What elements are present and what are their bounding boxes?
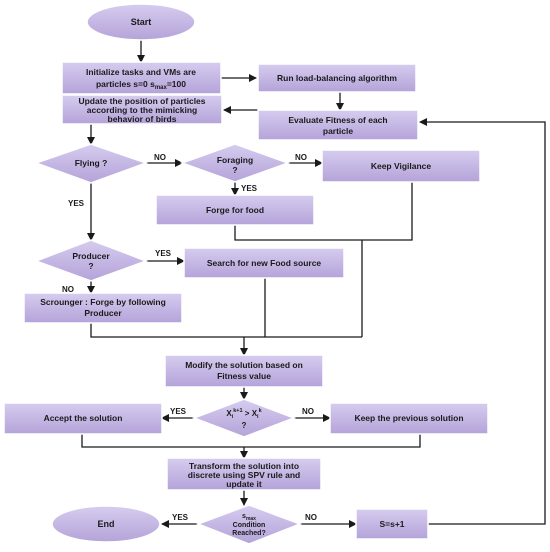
update-line1: Update the position of particles — [78, 96, 205, 106]
producer-line2: ? — [88, 261, 93, 271]
scrounger-line1: Scrounger : Forge by following — [40, 297, 166, 307]
label-producer-no: NO — [62, 285, 74, 294]
modify-line2: Fitness value — [217, 371, 271, 381]
label-flying-yes: YES — [68, 199, 85, 208]
node-accept: Accept the solution — [3, 402, 163, 435]
node-producer: Producer ? — [33, 239, 149, 282]
label-compare-no: NO — [302, 407, 314, 416]
start-label: Start — [131, 17, 152, 27]
label-foraging-yes: YES — [241, 184, 258, 193]
compare-expression: Xik+1 > Xik — [226, 408, 262, 420]
accept-label: Accept the solution — [44, 413, 123, 423]
transform-line2: discrete using SPV rule and — [188, 470, 300, 480]
eval-line1: Evaluate Fitness of each — [288, 115, 387, 125]
flying-label: Flying ? — [75, 158, 108, 168]
scrounger-line2: Producer — [84, 308, 122, 318]
transform-line1: Transform the solution into — [189, 461, 299, 471]
edge-accept-down — [81, 434, 421, 448]
smax-line1: smax — [242, 513, 256, 522]
node-scrounger: Scrounger : Forge by following Producer — [23, 292, 183, 324]
node-run-lb: Run load-balancing algorithm — [257, 63, 417, 93]
label-flying-no: NO — [154, 153, 166, 162]
node-increment: S=s+1 — [355, 508, 429, 540]
node-init: Initialize tasks and VMs are particles s… — [61, 61, 222, 95]
label-smax-no: NO — [305, 513, 317, 522]
producer-line1: Producer — [72, 251, 110, 261]
edge-vigilance-merge — [234, 182, 413, 241]
node-forge-food: Forge for food — [155, 194, 315, 226]
node-evaluate: Evaluate Fitness of each particle — [257, 109, 419, 141]
keep-vigilance-label: Keep Vigilance — [371, 161, 432, 171]
node-foraging: Foraging ? — [179, 143, 291, 183]
label-compare-yes: YES — [170, 407, 187, 416]
init-line2: particles s=0 smax=100 — [96, 79, 186, 91]
smax-line2: Condition — [233, 522, 266, 529]
edge-scrounger-down — [90, 323, 362, 338]
foraging-line2: ? — [232, 165, 237, 175]
node-compare: Xik+1 > Xik ? — [191, 398, 297, 438]
node-end: End — [51, 505, 161, 543]
connectors — [81, 40, 546, 528]
node-keep-vigilance: Keep Vigilance — [321, 149, 481, 183]
node-smax: smax Condition Reached? — [195, 504, 303, 545]
search-food-label: Search for new Food source — [207, 258, 322, 268]
transform-line3: update it — [226, 479, 262, 489]
label-producer-yes: YES — [155, 249, 172, 258]
compare-q: ? — [242, 421, 247, 430]
forge-food-label: Forge for food — [206, 205, 264, 215]
init-line1: Initialize tasks and VMs are — [86, 67, 196, 77]
update-line3: behavior of birds — [108, 114, 177, 124]
label-foraging-no: NO — [295, 153, 307, 162]
node-update: Update the position of particles accordi… — [61, 94, 223, 125]
eval-line2: particle — [323, 126, 354, 136]
foraging-line1: Foraging — [217, 155, 253, 165]
increment-label: S=s+1 — [379, 519, 404, 529]
node-transform: Transform the solution into discrete usi… — [166, 457, 322, 491]
node-start: Start — [86, 3, 196, 41]
node-search-food: Search for new Food source — [183, 247, 345, 279]
modify-line1: Modify the solution based on — [185, 360, 303, 370]
label-smax-yes: YES — [172, 513, 189, 522]
smax-line3: Reached? — [232, 530, 265, 537]
update-line2: according to the mimicking — [87, 105, 198, 115]
node-flying: Flying ? — [33, 143, 149, 184]
keep-previous-label: Keep the previous solution — [354, 413, 463, 423]
node-keep-previous: Keep the previous solution — [329, 402, 489, 435]
run-lb-label: Run load-balancing algorithm — [277, 73, 397, 83]
end-label: End — [98, 519, 115, 529]
edge-increment-loop — [419, 118, 546, 525]
node-modify: Modify the solution based on Fitness val… — [164, 354, 324, 388]
